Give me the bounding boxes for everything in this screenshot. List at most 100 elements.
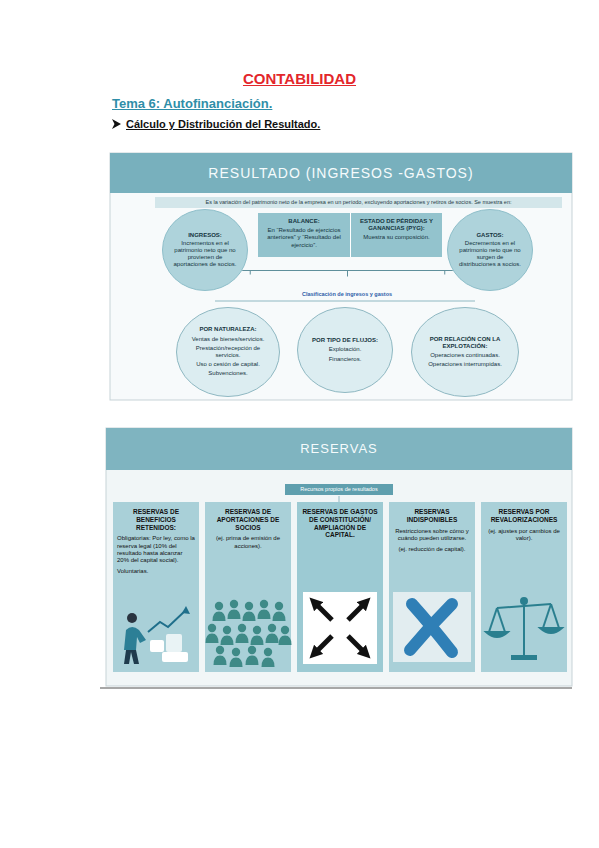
node-text: Operaciones continuadas. [425, 352, 505, 359]
column-background [481, 502, 567, 672]
icon-background [303, 592, 377, 664]
person-figure [246, 646, 259, 665]
node-text: Subvenciones. [190, 370, 267, 377]
node-text: Muestra su composición. [355, 234, 438, 241]
subsection-heading: Cálculo y Distribución del Resultado. [126, 118, 320, 130]
node-text: (ej. prima de emisión de acciones). [209, 535, 287, 549]
node-heading: GASTOS: [458, 232, 522, 239]
crowd-icon [206, 600, 292, 667]
node-text: Financieros. [309, 356, 380, 363]
node-content: INGRESOS:Incrementos en el patrimonio ne… [173, 209, 237, 268]
scales-icon [486, 598, 562, 660]
node-content: RESERVAS [300, 441, 378, 457]
info-box: BALANCE:En “Resultado de ejercicios ante… [258, 213, 350, 257]
person-figure [266, 624, 279, 643]
classification-circle: POR RELACIÓN CON LA EXPLOTACIÓN: Operacio… [411, 307, 519, 397]
concept-circle: INGRESOS:Incrementos en el patrimonio ne… [162, 209, 248, 291]
node-heading: RESERVAS DE GASTOS DE CONSTITUCIÓN/ AMPL… [301, 508, 379, 539]
circle-shape [177, 308, 280, 397]
classification-label: Clasificación de ingresos y gastos [300, 291, 394, 297]
connector-line [242, 270, 453, 271]
node-content: RESERVAS DE BENEFICIOS RETENIDOS:Obligat… [117, 508, 195, 575]
node-content: POR RELACIÓN CON LA EXPLOTACIÓN: Operacio… [425, 307, 505, 368]
node-text: Explotación. [309, 346, 380, 353]
node-heading: POR TIPO DE FLUJOS: [309, 337, 380, 344]
node-heading: RESERVAS INDISPONIBLES [393, 508, 471, 524]
person-figure [279, 626, 292, 645]
person-figure [206, 624, 219, 643]
person-figure [228, 600, 241, 619]
scale-pan [540, 628, 562, 633]
scale-base [511, 655, 537, 660]
node-text: Incrementos en el patrimonio neto que no… [173, 240, 237, 269]
node-text: RESERVAS [300, 441, 378, 457]
page-title: CONTABILIDAD [0, 70, 599, 87]
reserve-column: RESERVAS DE BENEFICIOS RETENIDOS:Obligat… [113, 502, 199, 672]
node-content: BALANCE:En “Resultado de ejercicios ante… [262, 218, 346, 249]
cross-stroke [412, 604, 452, 652]
column-background [205, 502, 291, 672]
node-content: Es la variación del patrimonio neto de l… [158, 199, 559, 206]
icon-background [393, 592, 471, 662]
expand-arrows-icon [303, 592, 377, 664]
classification-circle: POR TIPO DE FLUJOS: Explotación. Financier… [297, 307, 393, 393]
node-heading: INGRESOS: [173, 232, 237, 239]
reserve-column: RESERVAS DE GASTOS DE CONSTITUCIÓN/ AMPL… [297, 502, 383, 672]
node-content: POR TIPO DE FLUJOS: Explotación. Financier… [309, 307, 380, 363]
panel-background [110, 153, 572, 400]
person-figure [251, 626, 264, 645]
node-text: Voluntarias. [117, 568, 195, 575]
concept-circle: GASTOS:Decrementos en el patrimonio neto… [447, 209, 533, 291]
panel-background [106, 428, 572, 686]
bullet-arrow [112, 119, 121, 129]
circle-shape [412, 308, 519, 397]
node-content: RESERVAS DE APORTACIONES DE SOCIOS (ej. p… [209, 508, 287, 550]
trend-arrowhead [182, 606, 190, 614]
person-figure [221, 626, 234, 645]
rule-line [100, 687, 572, 689]
node-text: Prestación/recepción de servicios. [190, 345, 267, 359]
node-content: RESERVAS POR REVALORIZACIONES(ej. ajuste… [485, 508, 563, 542]
arrow-symbol [315, 603, 332, 620]
person-figure [262, 648, 275, 667]
node-content: RESERVAS INDISPONIBLES Restricciones sobr… [393, 508, 471, 553]
info-box: ESTADO DE PÉRDIDAS Y GANANCIAS (PYG): Mue… [350, 213, 442, 257]
circle-shape [298, 308, 393, 393]
band-header: RESULTADO (INGRESOS -GASTOS) [110, 153, 572, 193]
scale-string [497, 608, 505, 632]
node-content: GASTOS:Decrementos en el patrimonio neto… [458, 209, 522, 268]
node-content: RESULTADO (INGRESOS -GASTOS) [208, 165, 473, 182]
person-figure [213, 602, 226, 621]
person-body [124, 627, 146, 650]
connector-tick [339, 496, 340, 502]
person-legs [124, 650, 139, 664]
node-heading: ESTADO DE PÉRDIDAS Y GANANCIAS (PYG): [355, 218, 438, 232]
node-heading: POR RELACIÓN CON LA EXPLOTACIÓN: [425, 336, 505, 350]
bracket-tick [347, 271, 348, 277]
person-figure [214, 646, 227, 665]
arrow-symbol [348, 603, 365, 620]
section-heading: Tema 6: Autofinanciación. [112, 96, 272, 111]
classification-circle: POR NATURALEZA:Ventas de bienes/servicio… [176, 307, 280, 397]
column-background [389, 502, 475, 672]
band-header: RESERVAS [106, 428, 572, 470]
cube-shape [162, 652, 188, 662]
person-figure [236, 624, 249, 643]
group-tag: Recursos propios de resultados [285, 484, 393, 495]
node-text: Uso o cesión de capital. [190, 361, 267, 368]
node-heading: RESERVAS DE APORTACIONES DE SOCIOS [209, 508, 287, 531]
person-figure [258, 600, 271, 619]
node-text: Decrementos en el patrimonio neto que no… [458, 240, 522, 269]
column-background [297, 502, 383, 672]
node-heading: BALANCE: [262, 218, 346, 225]
node-text: Restricciones sobre cómo y cuándo pueden… [393, 528, 471, 542]
scale-pole [523, 600, 525, 656]
node-text: Ventas de bienes/servicios. [190, 336, 267, 343]
node-text: RESULTADO (INGRESOS -GASTOS) [208, 165, 473, 182]
scale-string [551, 604, 559, 628]
bracket-tick [444, 271, 445, 275]
reserve-column: RESERVAS DE APORTACIONES DE SOCIOS (ej. p… [205, 502, 291, 672]
column-background [113, 502, 199, 672]
person-figure [273, 602, 286, 621]
scale-string [543, 604, 551, 628]
